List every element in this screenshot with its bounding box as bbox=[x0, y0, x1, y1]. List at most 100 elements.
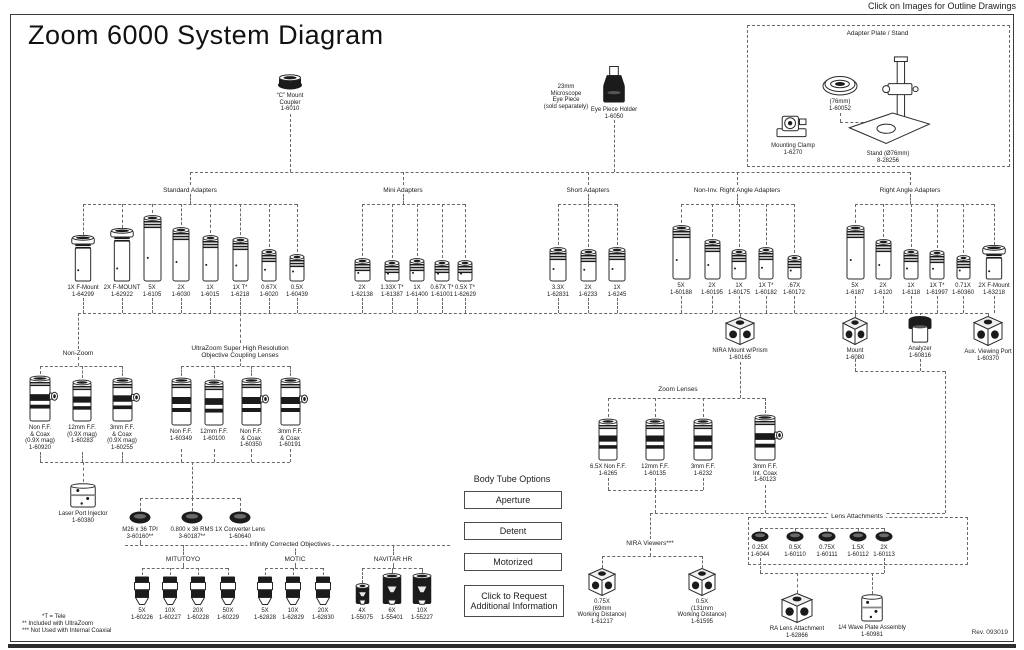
motic-20x-icon[interactable] bbox=[315, 575, 331, 605]
std-2x-f-mount-icon[interactable] bbox=[110, 227, 134, 282]
connector-line bbox=[78, 313, 79, 349]
adapter-plate-76mm-icon[interactable] bbox=[822, 74, 858, 96]
mount-icon[interactable] bbox=[841, 316, 869, 346]
ni-2x-icon[interactable] bbox=[704, 237, 721, 280]
connector-line bbox=[558, 298, 559, 313]
nz-non-ff-coax-icon[interactable] bbox=[29, 374, 58, 422]
mitutoyo-50x-icon[interactable] bbox=[220, 575, 236, 605]
zl-12mm-ff-icon[interactable] bbox=[645, 417, 665, 461]
connector-line bbox=[122, 366, 123, 376]
analyzer-icon[interactable] bbox=[908, 315, 932, 343]
laser-port-injector-icon[interactable] bbox=[70, 483, 96, 508]
mini-05x-t-icon[interactable] bbox=[457, 258, 473, 282]
connector-line bbox=[181, 298, 182, 313]
connector-line bbox=[40, 366, 122, 367]
mitutoyo-10x-icon[interactable] bbox=[162, 575, 178, 605]
navitar-hr-6x-icon[interactable] bbox=[382, 573, 402, 605]
zl-3mm-ff-int-coax-icon[interactable] bbox=[754, 413, 783, 461]
aux-viewing-port-icon[interactable] bbox=[972, 315, 1004, 347]
std-2x-icon[interactable] bbox=[172, 225, 190, 282]
m26-x-36-tpi-icon[interactable] bbox=[129, 511, 151, 524]
ra-071x-icon[interactable] bbox=[956, 253, 971, 280]
ra-lens-attachment-icon[interactable] bbox=[780, 592, 814, 624]
ra-1x-icon[interactable] bbox=[903, 247, 919, 280]
std-067x-icon[interactable] bbox=[261, 247, 277, 282]
quarter-wave-plate-assembly-icon[interactable] bbox=[861, 594, 883, 622]
connector-line bbox=[614, 120, 615, 172]
std-1x-icon[interactable] bbox=[202, 233, 219, 282]
nz-12mm-ff-icon[interactable] bbox=[72, 378, 92, 422]
motorized-button[interactable]: Motorized bbox=[464, 553, 562, 571]
0800-x-36-rms-icon[interactable] bbox=[181, 511, 203, 524]
nira-mount-w-prism-icon[interactable] bbox=[724, 316, 756, 346]
nira-viewer-05x-icon[interactable] bbox=[687, 567, 717, 597]
navitar-hr-10x-icon[interactable] bbox=[412, 573, 432, 605]
ni-1x-icon[interactable] bbox=[731, 247, 747, 280]
ni-067x-icon[interactable] bbox=[787, 253, 802, 280]
connector-line bbox=[183, 563, 184, 568]
connector-line bbox=[78, 313, 988, 314]
std-1x-f-mount-icon[interactable] bbox=[71, 234, 95, 282]
ni-1x-t-label: 1X T*1-60182 bbox=[754, 283, 778, 296]
uz-12mm-ff-icon[interactable] bbox=[204, 378, 224, 426]
motic-10x-icon[interactable] bbox=[285, 575, 301, 605]
short-2x-icon[interactable] bbox=[580, 247, 597, 282]
std-05x-icon[interactable] bbox=[289, 252, 305, 282]
motic-5x-icon[interactable] bbox=[257, 575, 273, 605]
mini-133x-t-label: 1.33X T*1-61387 bbox=[380, 285, 404, 298]
connector-line bbox=[140, 498, 240, 499]
std-5x-icon[interactable] bbox=[143, 213, 162, 282]
la-025x-icon[interactable] bbox=[751, 531, 769, 542]
zl-3mm-ff-icon[interactable] bbox=[693, 417, 713, 461]
connector-line bbox=[198, 568, 199, 575]
eye-piece-holder-icon[interactable] bbox=[602, 66, 626, 104]
mounting-clamp-icon[interactable] bbox=[775, 112, 811, 140]
connector-line bbox=[393, 545, 394, 555]
mini-2x-icon[interactable] bbox=[354, 256, 371, 282]
stand-icon[interactable] bbox=[842, 56, 934, 148]
mini-133x-t-icon[interactable] bbox=[384, 258, 400, 282]
navitar-hr-4x-icon[interactable] bbox=[355, 583, 370, 605]
1x-converter-lens-icon[interactable] bbox=[229, 511, 251, 524]
la-05x-icon[interactable] bbox=[786, 531, 804, 542]
mitutoyo-20x-icon[interactable] bbox=[190, 575, 206, 605]
la-075x-icon[interactable] bbox=[818, 531, 836, 542]
mini-067x-t-icon[interactable] bbox=[434, 258, 450, 282]
request-additional-information-button[interactable]: Click to Request Additional Information bbox=[464, 585, 564, 617]
connector-line bbox=[465, 298, 466, 313]
connector-line bbox=[293, 568, 294, 575]
detent-button[interactable]: Detent bbox=[464, 522, 562, 540]
ni-5x-icon[interactable] bbox=[672, 223, 691, 280]
footnote-ultrazoom: ** Included with UltraZoom bbox=[22, 621, 94, 627]
mitutoyo-5x-icon[interactable] bbox=[134, 575, 150, 605]
la-15x-icon[interactable] bbox=[849, 531, 867, 542]
uz-3mm-ff-coax-icon[interactable] bbox=[280, 376, 308, 426]
connector-line bbox=[884, 528, 885, 531]
ra-2x-icon[interactable] bbox=[875, 237, 892, 280]
zl-65x-non-ff-icon[interactable] bbox=[598, 417, 618, 461]
aperture-button[interactable]: Aperture bbox=[464, 491, 562, 509]
c-mount-coupler-icon[interactable] bbox=[277, 72, 303, 90]
ra-2x-f-mount-icon[interactable] bbox=[982, 244, 1006, 280]
mini-1x-icon[interactable] bbox=[409, 256, 425, 282]
ra-1x-t-icon[interactable] bbox=[929, 248, 945, 280]
la-2x-icon[interactable] bbox=[875, 531, 893, 542]
uz-non-ff-icon[interactable] bbox=[171, 376, 192, 426]
std-1x-t-icon[interactable] bbox=[232, 235, 249, 282]
nira-viewer-075x-icon[interactable] bbox=[587, 567, 617, 597]
group-label-mini-adapters: Mini Adapters bbox=[381, 187, 425, 194]
short-33x-icon[interactable] bbox=[549, 245, 567, 282]
uz-non-ff-coax-icon[interactable] bbox=[241, 376, 269, 426]
ni-1x-t-icon[interactable] bbox=[758, 245, 774, 280]
nz-3mm-ff-coax-icon[interactable] bbox=[112, 376, 140, 422]
connector-line bbox=[83, 204, 84, 235]
short-1x-icon[interactable] bbox=[608, 245, 626, 282]
connector-line bbox=[228, 568, 229, 575]
ra-5x-icon[interactable] bbox=[846, 223, 865, 280]
connector-line bbox=[760, 573, 884, 574]
